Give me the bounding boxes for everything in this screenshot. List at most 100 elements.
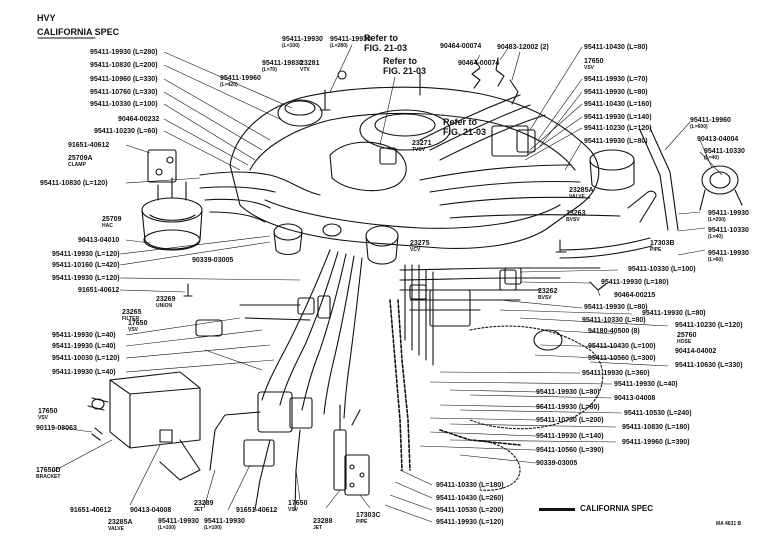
part-label: 95411-10160 (L=420)	[52, 262, 120, 269]
part-label: 95411-19930 (L=360)	[582, 370, 650, 377]
part-label: 95411-10560 (L=300)	[588, 355, 656, 362]
part-label: 95411-10430 (L=260)	[436, 495, 504, 502]
part-label: 95411-10960 (L=330)	[90, 76, 158, 83]
part-label: 95411-19930 (L=120)	[52, 251, 120, 258]
part-label: 95411-19930 (L=140)	[536, 433, 604, 440]
part-label: 90119-08063	[36, 425, 77, 432]
part-label: 90464-00074	[458, 60, 500, 67]
part-label-with-desc: 95411-19930(L=60)	[708, 250, 749, 263]
part-label: 95411-19930 (L=40)	[614, 381, 678, 388]
part-label: 90483-12002 (2)	[497, 44, 549, 51]
part-label: 95411-10230 (L=120)	[584, 125, 652, 132]
part-label: 95411-19930 (L=80)	[642, 310, 706, 317]
ref-note-3a: Refer to	[443, 117, 478, 127]
part-label: 90413-04008	[614, 395, 656, 402]
part-label: 95411-10330 (L=100)	[90, 101, 158, 108]
part-label: 95411-19930 (L=40)	[52, 332, 116, 339]
part-label: 95411-10630 (L=330)	[675, 362, 743, 369]
california-spec-legend-line	[539, 508, 575, 511]
ref-note-2b: FIG. 21-03	[383, 66, 427, 76]
figure-code: MA 4631 B	[716, 521, 742, 527]
part-label: 95411-19930 (L=70)	[584, 76, 648, 83]
part-label: 95411-10230 (L=120)	[675, 322, 743, 329]
part-label: 95411-10830 (L=200)	[90, 62, 158, 69]
part-label: 90414-04002	[675, 348, 717, 355]
part-label-with-desc: 95411-19960(L=420)	[220, 75, 261, 88]
part-label: 95411-19930 (L=120)	[52, 275, 120, 282]
part-label: 95411-10330 (L=180)	[436, 482, 504, 489]
part-label: 90464-00074	[440, 43, 482, 50]
part-label-with-desc: 95411-10330(L=40)	[704, 148, 745, 161]
part-label: 95411-10530 (L=240)	[624, 410, 692, 417]
california-spec-legend-text: CALIFORNIA SPEC	[580, 504, 654, 513]
model-code: HVY	[37, 13, 56, 23]
part-label: 95411-19930 (L=80)	[536, 389, 600, 396]
part-label: 95411-10430 (L=100)	[588, 343, 656, 350]
part-label: 90339-03005	[536, 460, 578, 467]
part-label: 91651-40612	[68, 142, 110, 149]
part-label: 95411-10730 (L=200)	[536, 417, 604, 424]
spec-title: CALIFORNIA SPEC	[37, 27, 120, 37]
part-label: 91651-40612	[78, 287, 120, 294]
part-label: 95411-10560 (L=390)	[536, 447, 604, 454]
part-label: 95411-10530 (L=200)	[436, 507, 504, 514]
part-label-with-desc: 95411-19930(L=100)	[282, 36, 323, 49]
part-label: 95411-19930 (L=80)	[584, 138, 648, 145]
part-label: 90339-03005	[192, 257, 234, 264]
part-label: 95411-10430 (L=160)	[584, 101, 652, 108]
part-label: 95411-10830 (L=120)	[40, 180, 108, 187]
ref-note-1a: Refer to	[364, 33, 399, 43]
part-label: 95411-19930 (L=180)	[601, 279, 669, 286]
part-label: 95411-10330 (L=80)	[582, 317, 646, 324]
part-label: 91651-40612	[70, 507, 112, 514]
part-label: 90413-04004	[697, 136, 739, 143]
part-label-with-desc: 95411-19830(L=70)	[262, 60, 303, 73]
part-label: 95411-19930 (L=80)	[536, 404, 600, 411]
part-label: 90413-04008	[130, 507, 172, 514]
part-label-with-desc: 95411-10330(L=40)	[708, 227, 749, 240]
ref-note-1b: FIG. 21-03	[364, 43, 408, 53]
part-label-with-desc: 95411-19930(L=280)	[330, 36, 371, 49]
part-label: 95411-19930 (L=80)	[584, 304, 648, 311]
part-label: 91651-40612	[236, 507, 278, 514]
part-label: 90464-00215	[614, 292, 656, 299]
part-label: 95411-10230 (L=60)	[94, 128, 158, 135]
part-label-with-desc: 95411-19930(L=100)	[204, 518, 245, 531]
part-label: 95411-19960 (L=390)	[622, 439, 690, 446]
ref-note-3b: FIG. 21-03	[443, 127, 487, 137]
part-label: 95411-19930 (L=40)	[52, 369, 116, 376]
part-label: 95411-10330 (L=100)	[628, 266, 696, 273]
part-label: 95411-19930 (L=280)	[90, 49, 158, 56]
part-label: 95411-10030 (L=120)	[52, 355, 120, 362]
part-label: 94180-40500 (8)	[588, 328, 640, 335]
part-label: 90413-04010	[78, 237, 120, 244]
part-label: 95411-19930 (L=40)	[52, 343, 116, 350]
part-label-with-desc: 95411-19960(L=600)	[690, 117, 731, 130]
part-label: 90464-00232	[118, 116, 160, 123]
part-label: 95411-10430 (L=80)	[584, 44, 648, 51]
part-label: 95411-19930 (L=140)	[584, 114, 652, 121]
